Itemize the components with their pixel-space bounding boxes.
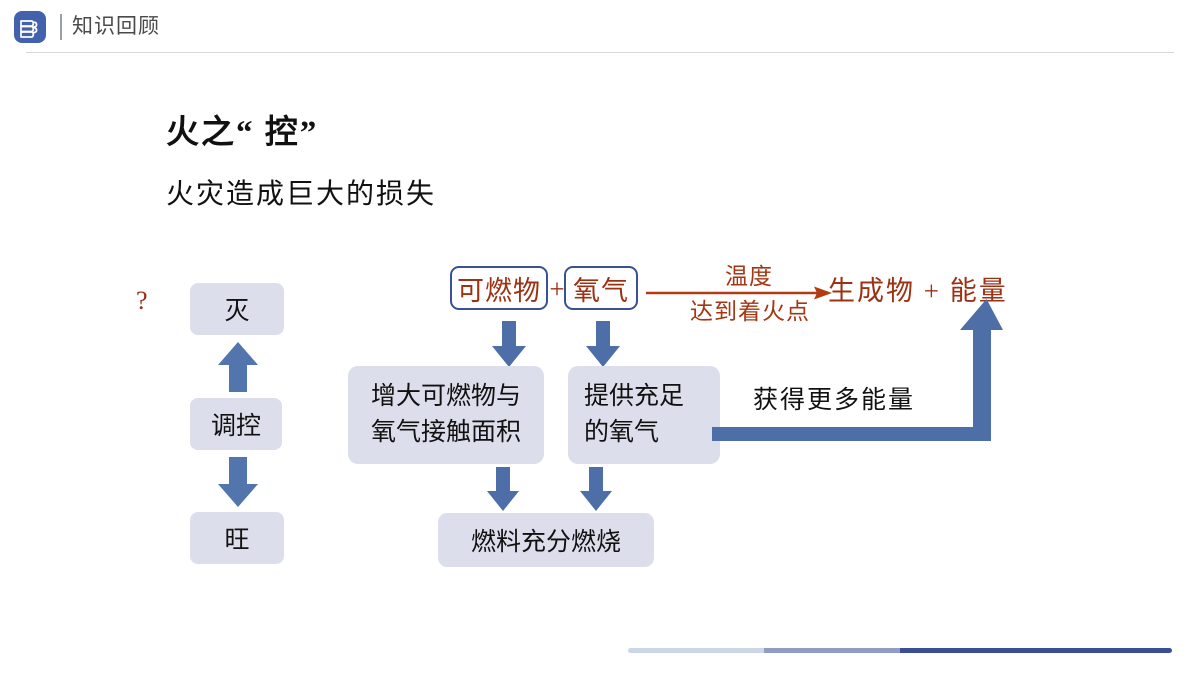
question-mark: ? xyxy=(136,286,148,315)
down-arrow-icon xyxy=(487,467,519,511)
measure-box-surface-line2: 氧气接触面积 xyxy=(370,419,521,446)
equation-plus-sign: + xyxy=(549,274,565,304)
equation-reactant-oxygen-label: 氧气 xyxy=(573,275,629,306)
flow-box-blaze-label: 旺 xyxy=(224,527,250,554)
flow-box-extinguish: 灭 xyxy=(190,283,284,335)
measure-box-supply-oxygen: 提供充足 的氧气 xyxy=(568,366,720,464)
down-arrow-icon xyxy=(586,321,620,367)
progress-segment-1[interactable] xyxy=(628,648,764,653)
equation-reactant-fuel-label: 可燃物 xyxy=(457,275,541,306)
flow-box-regulate-label: 调控 xyxy=(210,413,261,440)
right-arrow-icon xyxy=(646,286,832,300)
progress-segment-3[interactable] xyxy=(900,648,1172,653)
result-box-full-combustion-label: 燃料充分燃烧 xyxy=(470,529,621,556)
page-header: 知识回顾 xyxy=(0,0,1200,53)
stacked-books-icon xyxy=(14,11,46,43)
flow-box-regulate: 调控 xyxy=(190,398,282,450)
measure-box-oxygen-line2: 的氧气 xyxy=(584,419,660,446)
equation-condition-bottom: 达到着火点 xyxy=(690,299,810,324)
measure-box-oxygen-line1: 提供充足 xyxy=(584,382,685,410)
down-arrow-icon xyxy=(492,321,526,367)
equation-reactant-fuel: 可燃物 xyxy=(450,266,548,310)
flow-box-extinguish-label: 灭 xyxy=(224,298,250,325)
down-arrow-icon xyxy=(218,457,258,507)
header-divider xyxy=(60,14,62,40)
measure-box-surface-line1: 增大可燃物与 xyxy=(370,382,521,410)
feedback-label-more-energy: 获得更多能量 xyxy=(753,387,916,414)
progress-bar[interactable] xyxy=(628,648,1172,653)
progress-segment-2[interactable] xyxy=(764,648,900,653)
equation-reactant-oxygen: 氧气 xyxy=(564,266,638,310)
down-arrow-icon xyxy=(580,467,612,511)
page-subtitle: 火灾造成巨大的损失 xyxy=(166,179,437,210)
up-arrow-icon xyxy=(218,342,258,392)
elbow-up-arrow-icon xyxy=(712,299,1003,441)
measure-box-increase-contact-area: 增大可燃物与 氧气接触面积 xyxy=(348,366,544,464)
equation-products: 生成物 + 能量 xyxy=(828,276,1008,306)
header-rule xyxy=(26,52,1174,53)
equation-condition-top: 温度 xyxy=(725,264,773,289)
result-box-full-combustion: 燃料充分燃烧 xyxy=(438,513,654,567)
page-title: 火之“ 控” xyxy=(166,115,319,151)
header-title: 知识回顾 xyxy=(72,15,160,38)
flow-box-blaze: 旺 xyxy=(190,512,284,564)
